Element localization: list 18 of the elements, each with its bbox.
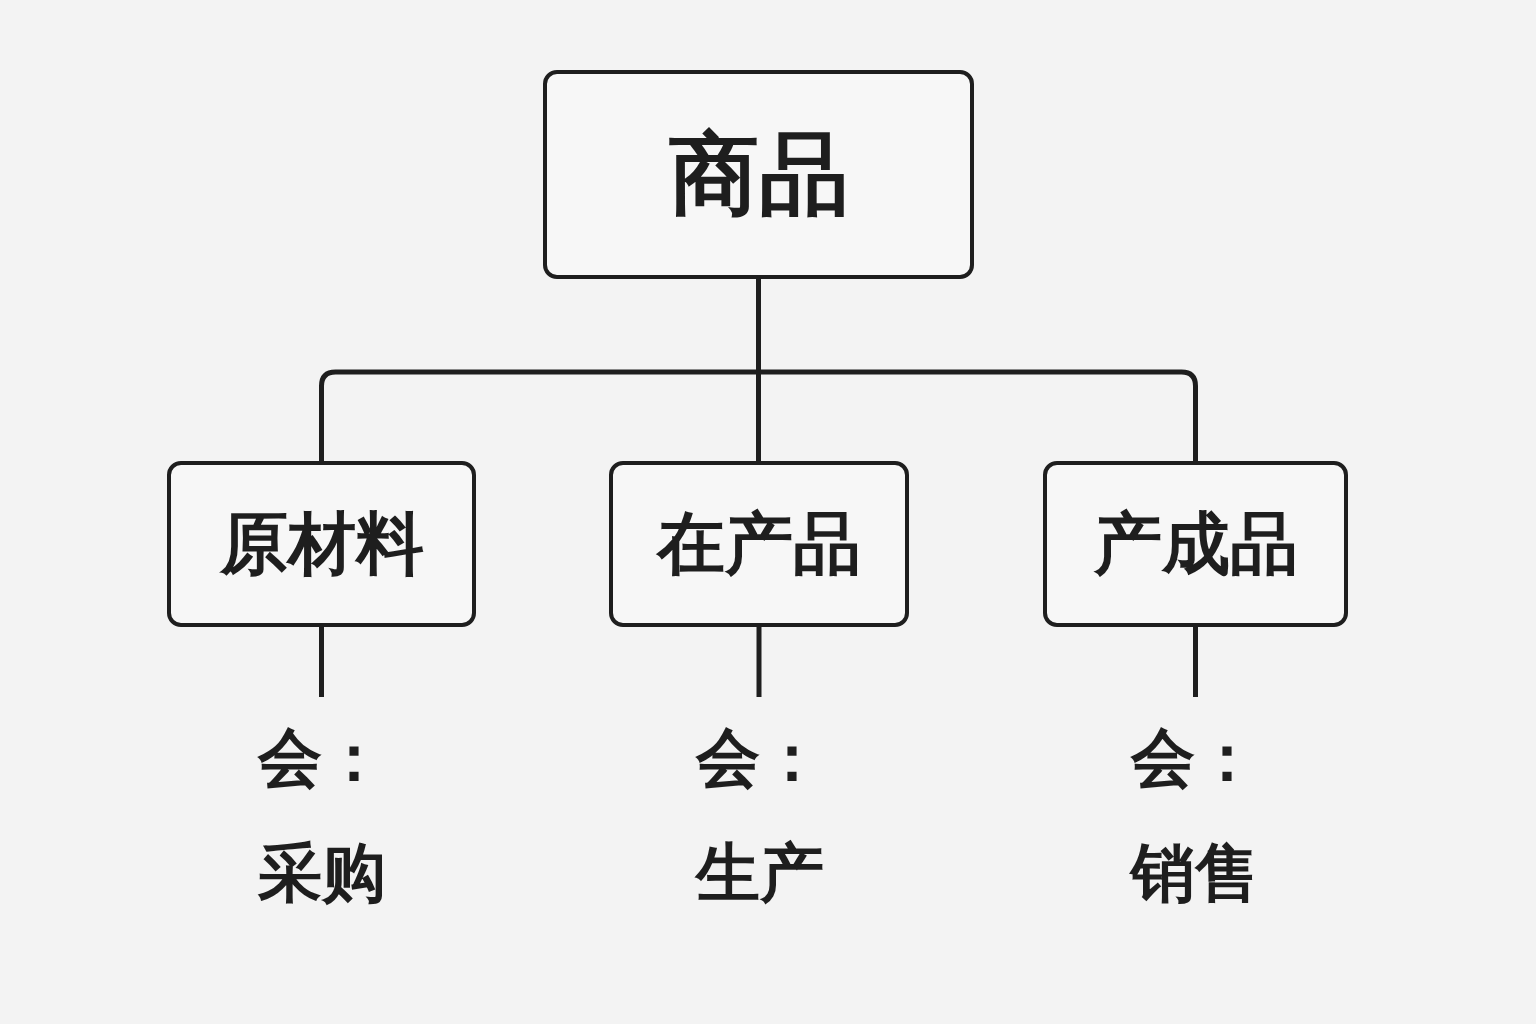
activity-label: 销售 bbox=[1131, 835, 1259, 912]
connector-line bbox=[319, 627, 324, 697]
prompt-label: 会： bbox=[1131, 720, 1259, 797]
category-label: 在产品 bbox=[657, 502, 861, 585]
category-box bbox=[609, 461, 909, 627]
activity-label: 生产 bbox=[696, 835, 824, 912]
category-box bbox=[543, 70, 974, 279]
connector-line bbox=[756, 279, 1198, 461]
connector-line bbox=[1193, 627, 1198, 697]
category-box bbox=[167, 461, 476, 627]
prompt-label: 会： bbox=[696, 720, 824, 797]
category-label: 原材料 bbox=[219, 502, 424, 585]
category-label: 产成品 bbox=[1093, 502, 1298, 585]
prompt-label: 会： bbox=[258, 720, 386, 797]
category-box bbox=[1043, 461, 1348, 627]
category-label: 商品 bbox=[668, 119, 849, 228]
activity-label: 采购 bbox=[258, 835, 386, 912]
connector-line bbox=[756, 627, 762, 697]
